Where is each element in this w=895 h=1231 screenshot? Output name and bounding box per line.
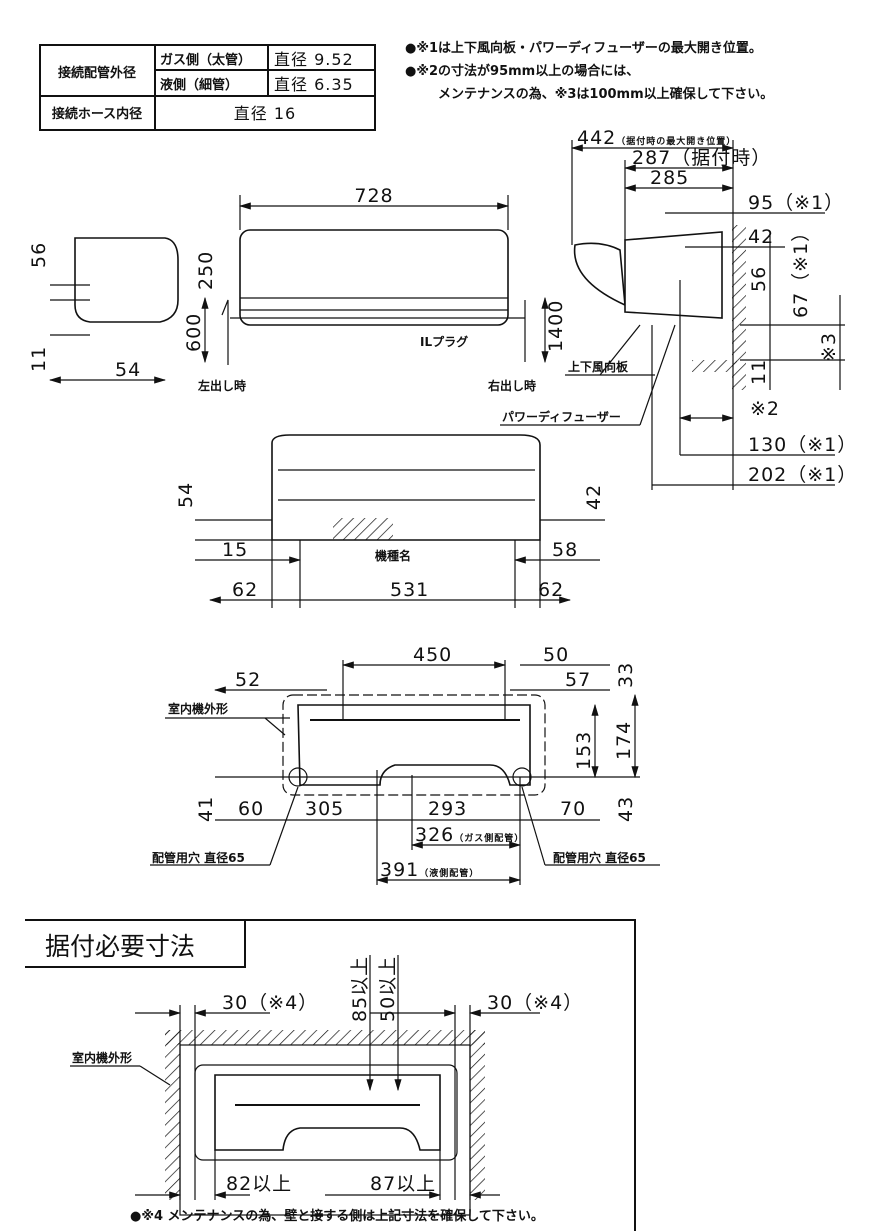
bottom-d42: 42 [583,484,605,510]
note-3: メンテナンスの為、※3は100mm以上確保して下さい。 [438,86,773,102]
side-s3: ※3 [818,332,840,362]
install-d50: 50以上 [377,956,399,1022]
liquid-label: 液側（細管） [160,77,238,93]
plate-d391: 391（液側配管） [380,859,479,881]
side-d67: 67（※1） [790,222,812,318]
left-out-label: 左出し時 [197,378,246,393]
plate-d450: 450 [413,644,452,666]
hole-right-label: 配管用穴 直径65 [553,850,646,865]
bottom-d62-right: 62 [538,579,564,601]
left-d54: 54 [115,359,141,381]
bottom-d54: 54 [175,482,197,508]
side-d202: 202（※1） [748,464,857,486]
side-d285: 285 [650,167,689,189]
left-side-view: 56 11 54 [28,237,179,384]
left-d11: 11 [28,346,50,372]
hose-value: 直径 16 [234,104,296,123]
install-outline-label: 室内機外形 [72,1050,132,1065]
side-d11: 11 [748,359,770,385]
side-d95: 95（※1） [748,192,844,214]
front-d250: 250 [195,251,217,290]
front-d728: 728 [354,185,393,207]
install-section: 据付必要寸法 30（※4） 30（※4） 85以上 50以上 室内機外形 82以… [25,919,636,1231]
bottom-d58: 58 [552,539,578,561]
diffuser-label: パワーディフューザー [502,409,621,424]
install-d85: 85以上 [349,956,371,1022]
side-d130: 130（※1） [748,434,857,456]
bottom-view: 54 42 15 58 62 531 62 機種名 [175,434,605,608]
louver-label: 上下風向板 [568,359,629,374]
hose-label: 接続ホース内径 [52,106,142,122]
left-d56: 56 [28,242,50,268]
install-note: ●※4 メンテナンスの為、壁と接する側は上記寸法を確保して下さい。 [130,1208,544,1224]
right-out-label: 右出し時 [487,378,536,393]
install-d30-left: 30（※4） [222,992,318,1014]
plate-d50: 50 [543,644,569,666]
plate-d293: 293 [428,798,467,820]
plate-d60: 60 [238,798,264,820]
plate-d52: 52 [235,669,261,691]
mounting-plate-view: 450 50 57 33 52 室内機外形 153 174 41 60 305 … [150,644,660,885]
plate-d70: 70 [560,798,586,820]
bottom-d62-left: 62 [232,579,258,601]
notes: ●※1は上下風向板・パワーディフューザーの最大開き位置。 ●※2の寸法が95mm… [405,40,773,102]
right-side-view: 442（据付時の最大開き位置） 287（据付時） 285 95（※1） 42 5… [500,127,857,490]
bottom-d531: 531 [390,579,429,601]
side-d442: 442（据付時の最大開き位置） [577,127,736,149]
model-name-label: 機種名 [375,548,411,563]
install-d30-right: 30（※4） [487,992,583,1014]
install-d87: 87以上 [370,1173,436,1195]
gas-value: 直径 9.52 [274,50,354,69]
front-d1400: 1400 [545,300,567,352]
side-s2: ※2 [750,398,780,420]
side-d56: 56 [748,266,770,292]
plate-d326: 326（ガス側配管） [415,824,524,846]
bottom-d15: 15 [222,539,248,561]
gas-label: ガス側（太管） [160,52,251,68]
plate-d33: 33 [615,662,637,688]
plate-d57: 57 [565,669,591,691]
spec-table: 接続配管外径 ガス側（太管） 直径 9.52 液側（細管） 直径 6.35 接続… [39,44,376,131]
side-d287: 287（据付時） [632,147,771,169]
plate-d153: 153 [573,731,595,770]
hole-left-label: 配管用穴 直径65 [152,850,245,865]
pipe-outer-label: 接続配管外径 [58,65,136,81]
side-d42: 42 [748,226,774,248]
plate-d43: 43 [615,796,637,822]
plug-label: ILプラグ [420,334,468,349]
front-view: 728 250 600 1400 ILプラグ 左出し時 右出し時 [183,185,567,393]
note-2: ●※2の寸法が95mm以上の場合には、 [405,63,639,79]
plate-d174: 174 [613,721,635,760]
liquid-value: 直径 6.35 [274,75,354,94]
note-1: ●※1は上下風向板・パワーディフューザーの最大開き位置。 [405,40,762,56]
install-title: 据付必要寸法 [45,932,195,961]
front-d600: 600 [183,313,205,352]
plate-outline-label: 室内機外形 [168,701,228,716]
plate-d305: 305 [305,798,344,820]
plate-d41: 41 [195,796,217,822]
install-d82: 82以上 [226,1173,292,1195]
